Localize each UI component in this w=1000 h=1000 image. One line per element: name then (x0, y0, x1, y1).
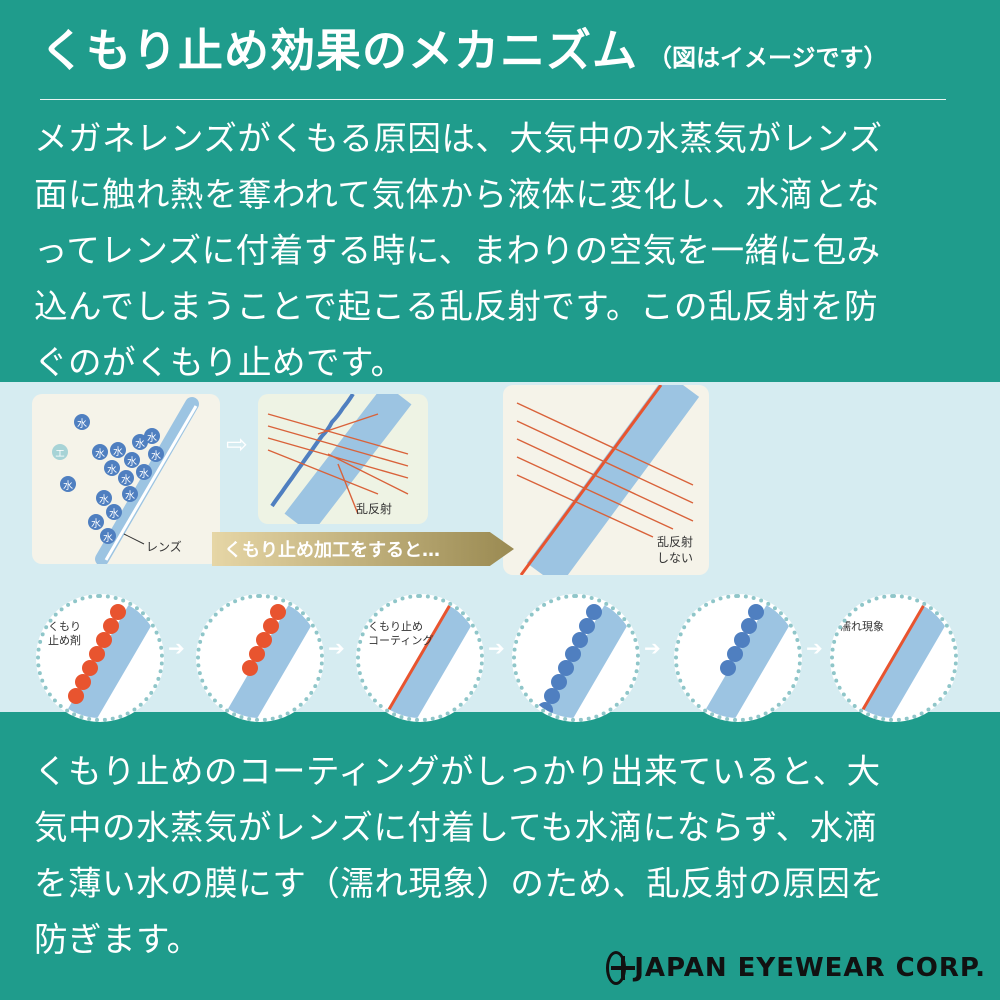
water-molecule (558, 660, 574, 676)
step-label: くもり (48, 620, 81, 633)
water-molecule (734, 632, 750, 648)
step-label: 濡れ現象 (840, 620, 884, 633)
step-circle (674, 594, 802, 722)
agent-particle (110, 604, 126, 620)
no-scatter-illustration (516, 385, 700, 575)
outro-line: 防ぎます。 (34, 920, 201, 959)
no-scatter-panel: 乱反射 しない (503, 385, 709, 575)
scatter-panel: 乱反射 (258, 394, 428, 524)
water-molecule (579, 618, 595, 634)
step-label: コーティング (368, 634, 434, 647)
title-main: くもり止め効果のメカニズム (40, 24, 639, 77)
intro-line: 込んでしまうことで起こる乱反射です。この乱反射を防 (34, 287, 878, 326)
step-label: 止め剤 (48, 634, 81, 647)
agent-particle (89, 646, 105, 662)
title-divider (40, 99, 946, 100)
water-molecule: 水 (92, 444, 108, 460)
arrow-right-icon: ➔ (328, 636, 345, 660)
water-molecule: 水 (96, 490, 112, 506)
agent-particle (96, 632, 112, 648)
droplet-panel: 水水エ水水水水水水水水水水水水水水 レンズ (32, 394, 220, 564)
water-molecule: 水 (118, 470, 134, 486)
water-molecule: 水 (110, 442, 126, 458)
water-molecule (586, 604, 602, 620)
agent-particle (242, 660, 258, 676)
agent-particle (68, 688, 84, 704)
no-scatter-label-2: しない (657, 551, 694, 565)
agent-particle (82, 660, 98, 676)
agent-particle (103, 618, 119, 634)
coating-banner: くもり止め加工をすると… (212, 532, 514, 566)
water-molecule (537, 702, 553, 718)
step-illustration (227, 598, 320, 718)
scatter-label: 乱反射 (356, 502, 393, 516)
intro-paragraph: メガネレンズがくもる原因は、大気中の水蒸気がレンズ 面に触れ熱を奪われて気体から… (34, 111, 979, 391)
step-label: くもり止め (368, 620, 423, 633)
scatter-illustration (267, 394, 412, 524)
outro-line: を薄い水の膜にす（濡れ現象）のため、乱反射の原因を (34, 864, 885, 903)
water-molecule (720, 660, 736, 676)
agent-particle (270, 604, 286, 620)
water-molecule: 水 (74, 414, 90, 430)
water-molecule (572, 632, 588, 648)
outro-line: くもり止めのコーティングがしっかり出来ていると、大 (34, 752, 881, 791)
water-molecule: 水 (60, 476, 76, 492)
title-note: （図はイメージです） (648, 44, 888, 72)
step-illustration (67, 598, 160, 718)
water-molecule: 水 (88, 514, 104, 530)
arrow-right-icon: ➔ (488, 636, 505, 660)
page-title: くもり止め効果のメカニズム （図はイメージです） (40, 14, 970, 92)
step-circle: くもり止めコーティング (356, 594, 484, 722)
arrow-right-icon: ⇨ (226, 430, 248, 460)
water-molecule (551, 674, 567, 690)
water-molecule (741, 618, 757, 634)
step-illustration (705, 598, 798, 718)
step-illustration (382, 598, 480, 718)
mechanism-diagram: 水水エ水水水水水水水水水水水水水水 レンズ ⇨ 乱反射 (0, 382, 1000, 722)
logo-text: JAPAN EYEWEAR CORP. (634, 953, 986, 983)
agent-particle (256, 632, 272, 648)
step-illustration (537, 598, 636, 718)
step-circle (196, 594, 324, 722)
step-circle (512, 594, 640, 722)
arrow-right-icon: ➔ (644, 636, 661, 660)
step-circle: くもり止め剤 (36, 594, 164, 722)
intro-line: ぐのがくもり止めです。 (34, 343, 405, 382)
no-scatter-label-1: 乱反射 (657, 535, 694, 549)
water-molecule: 水 (104, 460, 120, 476)
water-molecule: 水 (144, 428, 160, 444)
droplet-illustration (95, 397, 199, 564)
agent-particle (263, 618, 279, 634)
intro-line: ってレンズに付着する時に、まわりの空気を一緒に包み (34, 231, 881, 270)
water-molecule (544, 688, 560, 704)
step-circle: 濡れ現象 (830, 594, 958, 722)
company-logo: JAPAN EYEWEAR CORP. (606, 948, 986, 988)
outro-paragraph: くもり止めのコーティングがしっかり出来ていると、大 気中の水蒸気がレンズに付着し… (34, 744, 979, 968)
intro-line: 面に触れ熱を奪われて気体から液体に変化し、水滴とな (34, 175, 881, 214)
lens-label: レンズ (146, 540, 182, 554)
arrow-right-icon: ➔ (806, 636, 823, 660)
water-molecule: 水 (100, 528, 116, 544)
water-molecule (748, 604, 764, 620)
air-molecule: エ (52, 444, 68, 460)
water-molecule (565, 646, 581, 662)
agent-particle (75, 674, 91, 690)
water-molecule: 水 (136, 464, 152, 480)
water-molecule: 水 (148, 446, 164, 462)
agent-particle (249, 646, 265, 662)
arrow-right-icon: ➔ (168, 636, 185, 660)
water-molecule (727, 646, 743, 662)
step-illustration (856, 598, 954, 718)
outro-line: 気中の水蒸気がレンズに付着しても水滴にならず、水滴 (34, 808, 878, 847)
water-molecule: 水 (106, 504, 122, 520)
intro-line: メガネレンズがくもる原因は、大気中の水蒸気がレンズ (34, 119, 883, 158)
globe-logo-icon (606, 951, 636, 985)
banner-text: くもり止め加工をすると… (224, 540, 440, 561)
water-molecule: 水 (122, 486, 138, 502)
water-molecule: 水 (124, 452, 140, 468)
